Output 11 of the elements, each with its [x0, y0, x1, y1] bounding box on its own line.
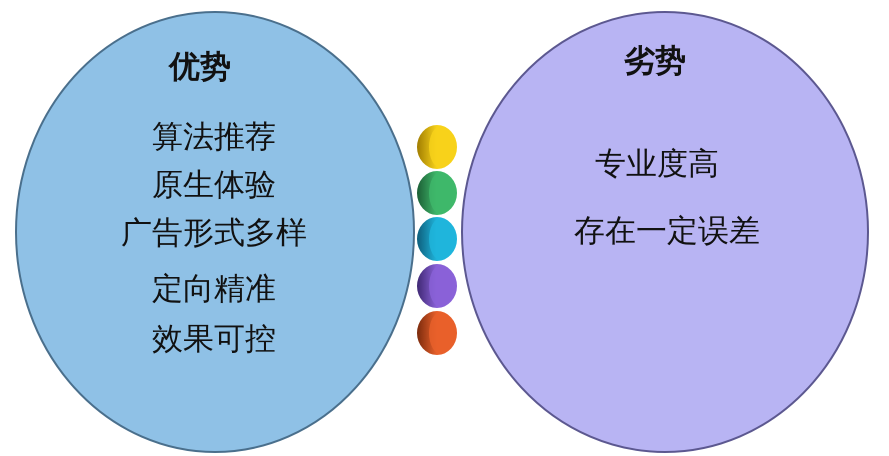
list-item: 效果可控 — [152, 322, 276, 356]
heading: 优势 — [169, 50, 231, 84]
heading: 劣势 — [624, 44, 686, 78]
list-item: 广告形式多样 — [121, 216, 307, 250]
ellipse-panel — [460, 10, 870, 454]
list-item: 定向精准 — [152, 272, 276, 306]
ellipse-panel — [14, 10, 416, 454]
list-item: 算法推荐 — [152, 120, 276, 154]
list-item: 原生体验 — [152, 168, 276, 202]
list-item: 存在一定误差 — [574, 214, 760, 248]
list-item: 专业度高 — [595, 147, 719, 182]
